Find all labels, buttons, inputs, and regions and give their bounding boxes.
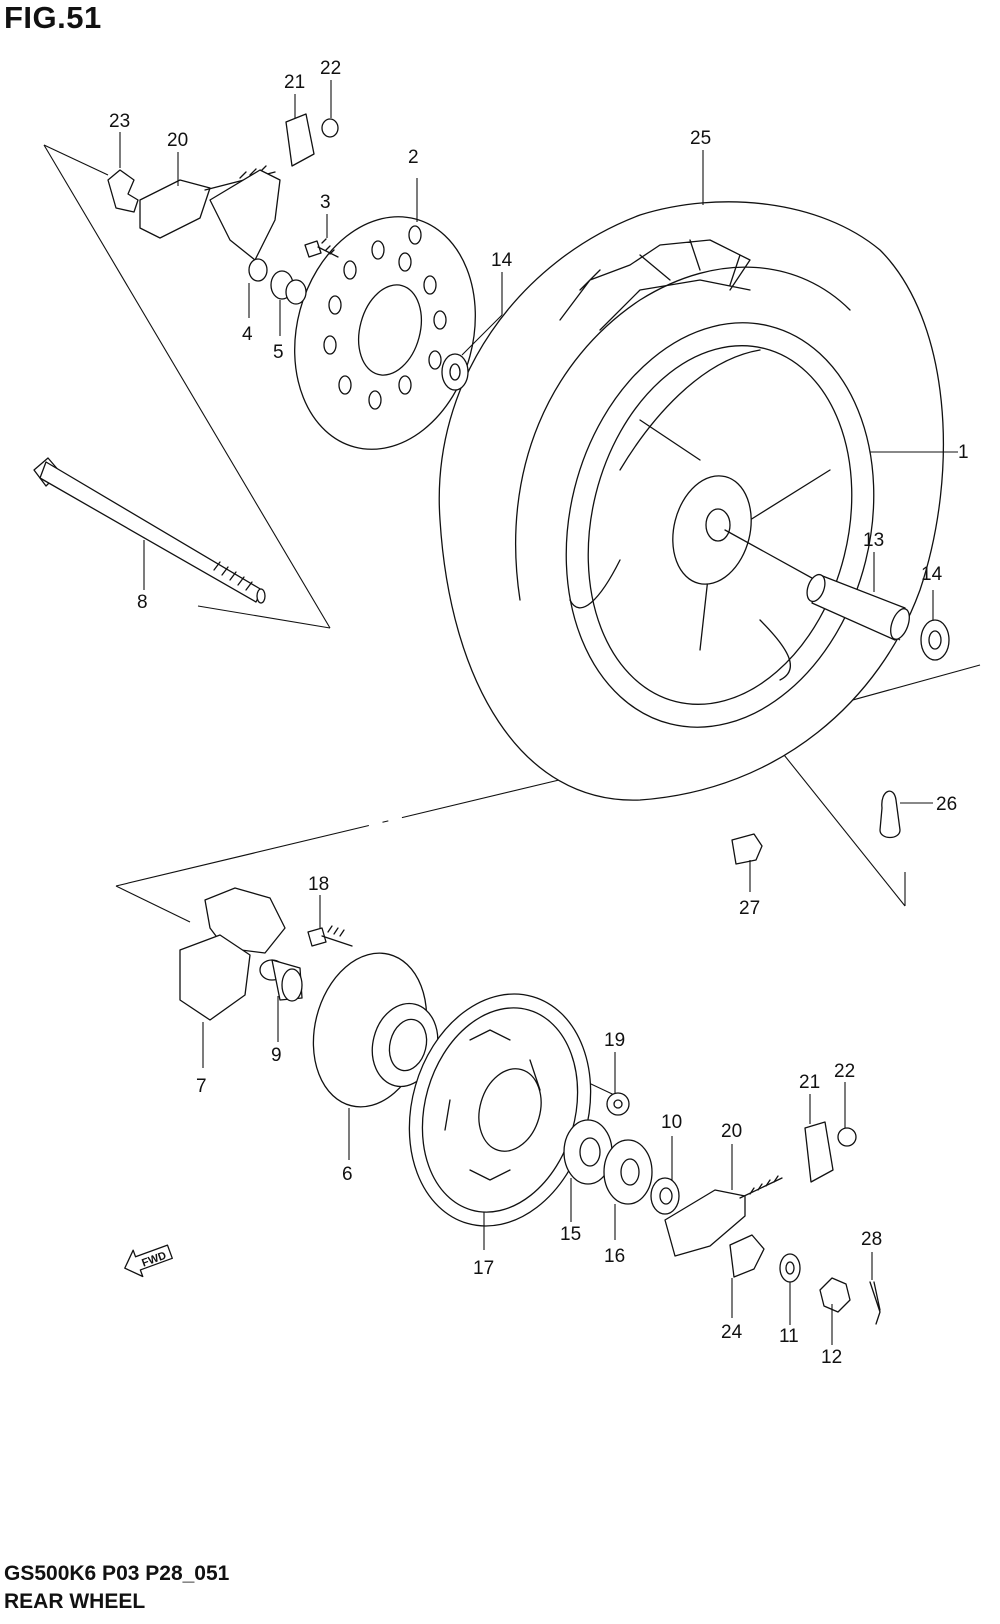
- tire-valve: [879, 790, 901, 839]
- forward-arrow-label: FWD: [140, 1250, 168, 1270]
- forward-arrow-icon: FWD: [124, 1244, 173, 1278]
- callout-27: 27: [739, 898, 760, 919]
- callout-18: 18: [308, 874, 329, 895]
- callout-10: 10: [661, 1112, 682, 1133]
- spacer-16: [603, 1139, 653, 1205]
- callout-25: 25: [690, 128, 711, 149]
- callout-8: 8: [137, 592, 148, 613]
- chain-adjuster-upper: [285, 113, 339, 258]
- dust-seal-left: [441, 353, 469, 391]
- callout-24: 24: [721, 1322, 743, 1343]
- torque-link-bracket: [107, 165, 307, 305]
- rear-wheel-rim: [565, 322, 875, 728]
- callouts: 1 2 3 4 5 6 7 8 9 10 11 12 13: [109, 58, 969, 1368]
- callout-23: 23: [109, 111, 130, 132]
- callout-12: 12: [821, 1347, 842, 1368]
- callout-21-lower: 21: [799, 1072, 820, 1093]
- brake-disc: [294, 216, 476, 450]
- washer: [779, 1253, 801, 1283]
- balancer-weight: [731, 833, 763, 865]
- callout-19: 19: [604, 1030, 625, 1051]
- callout-28: 28: [861, 1229, 882, 1250]
- axle-spacer: [806, 573, 910, 641]
- callout-2: 2: [408, 147, 419, 168]
- nut-19: [606, 1092, 630, 1116]
- callout-14-right: 14: [921, 564, 943, 585]
- callout-6: 6: [342, 1164, 353, 1185]
- callout-4: 4: [242, 324, 253, 345]
- chain-adjuster-lower: [664, 1121, 857, 1257]
- cotter-pin: [869, 1281, 881, 1325]
- cushion-dampers: [179, 887, 286, 1021]
- diagram-name: REAR WHEEL: [4, 1590, 146, 1613]
- callout-11: 11: [779, 1326, 799, 1347]
- callout-21-upper: 21: [284, 72, 305, 93]
- callout-22-lower: 22: [834, 1061, 855, 1082]
- diagram-code: GS500K6 P03 P28_051: [4, 1562, 230, 1585]
- rear-axle: [33, 457, 266, 604]
- callout-20-upper: 20: [167, 130, 188, 151]
- callout-7: 7: [196, 1076, 207, 1097]
- callout-9: 9: [271, 1045, 282, 1066]
- callout-5: 5: [273, 342, 284, 363]
- callout-15: 15: [560, 1224, 581, 1245]
- adjuster-plate: [729, 1234, 765, 1278]
- callout-3: 3: [320, 192, 331, 213]
- callout-16: 16: [604, 1246, 625, 1267]
- callout-1: 1: [958, 442, 969, 463]
- callout-13: 13: [863, 530, 884, 551]
- figure-title: FIG.51: [4, 0, 102, 35]
- spacer-10: [650, 1177, 680, 1215]
- axle-nut: [819, 1277, 851, 1313]
- callout-17: 17: [473, 1258, 494, 1279]
- callout-14-left: 14: [491, 250, 513, 271]
- callout-26: 26: [936, 794, 957, 815]
- damper-collar: [259, 959, 303, 1002]
- sprocket-mounting-bolt: [307, 925, 353, 947]
- sprocket-mounting-drum: [312, 952, 439, 1108]
- callout-22-upper: 22: [320, 58, 341, 79]
- callout-20-lower: 20: [721, 1121, 742, 1142]
- dust-seal-right: [920, 619, 950, 661]
